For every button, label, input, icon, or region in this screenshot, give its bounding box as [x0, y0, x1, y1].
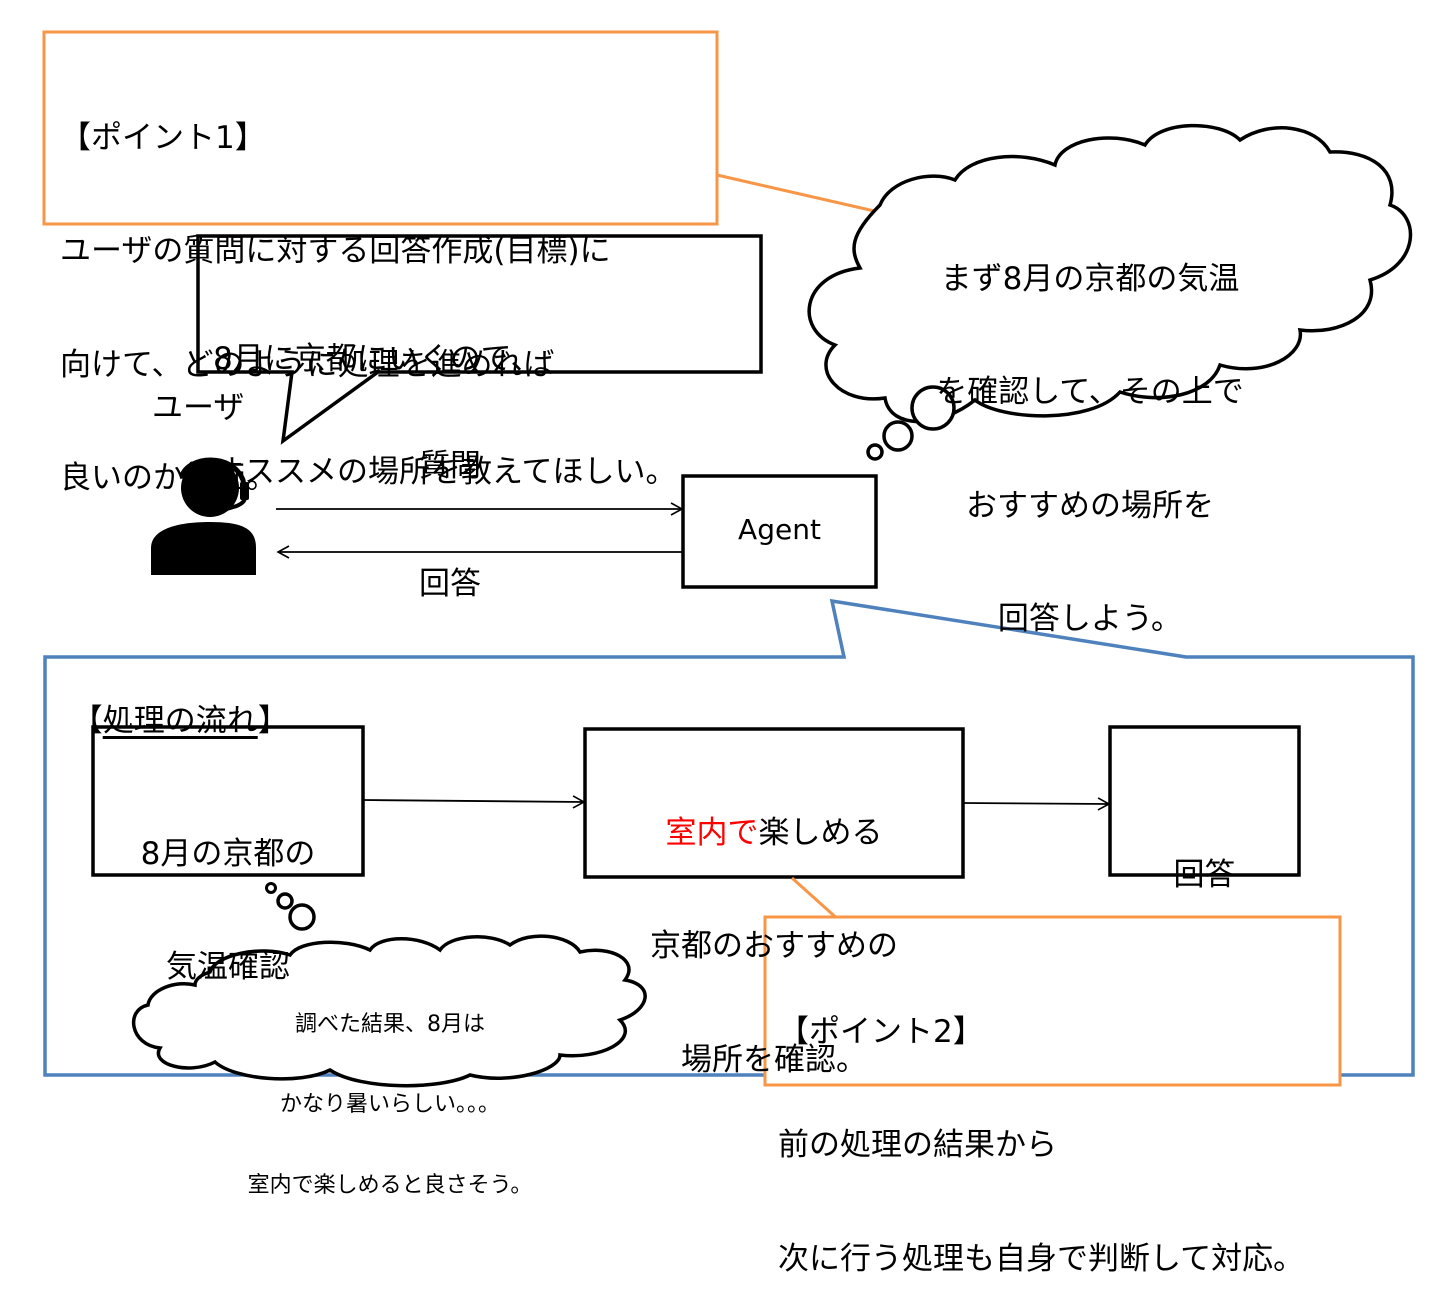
- flow-step-2-line: 室内で楽しめる: [585, 815, 963, 853]
- point2-title: 【ポイント2】: [778, 1013, 984, 1050]
- agent-thought-line: まず8月の京都の気温: [940, 260, 1240, 297]
- flow-step-1-line: 8月の京都の: [140, 835, 316, 872]
- flow-step-2-emphasis: 室内で: [665, 814, 759, 851]
- question-label: 質問: [419, 448, 481, 484]
- flow-step-2-line1-rest: 楽しめる: [758, 814, 883, 851]
- agent-thought-text: まず8月の京都の気温 を確認して、その上で おすすめの場所を 回答しよう。: [890, 185, 1290, 677]
- user-speech-bubble: [196, 234, 763, 445]
- agent-thought-line: おすすめの場所を: [966, 487, 1214, 524]
- flow-title: 【処理の流れ】: [52, 665, 289, 741]
- user-speech-line: 8月に京都にいくので、: [213, 340, 542, 377]
- flow-step-2-line: 京都のおすすめの: [650, 928, 898, 965]
- agent-label: Agent: [738, 513, 821, 546]
- point2-connector-line: [790, 876, 842, 923]
- flow-step-2-text: 室内で楽しめる 京都のおすすめの 場所を確認。: [585, 739, 963, 1117]
- point1-title: 【ポイント1】: [60, 119, 266, 156]
- point2-line: 前の処理の結果から: [778, 1127, 1057, 1164]
- point1-line: 良いのか計画。: [60, 459, 277, 496]
- agent-box: [681, 474, 878, 589]
- point1-connector-line: [716, 173, 884, 215]
- flow-step-1-text: 8月の京都の 気温確認: [93, 760, 363, 1025]
- point1-callout-box: [42, 30, 719, 226]
- user-speech-text: 8月に京都にいくので、 オススメの場所を教えてほしい。: [213, 265, 676, 530]
- point2-line: 次に行う処理も自身で判断して対応。: [778, 1240, 1305, 1277]
- flow-thought-line: かなり暑いらしい。。。: [279, 1092, 500, 1118]
- user-speech-line: オススメの場所を教えてほしい。: [213, 454, 677, 491]
- flow-thought-line: 室内で楽しめると良さそう。: [247, 1172, 533, 1198]
- flow-thought-text: 調べた結果、8月は かなり暑いらしい。。。 室内で楽しめると良さそう。: [200, 958, 580, 1226]
- diagram-canvas: [42, 30, 1415, 1088]
- user-label: ユーザ: [152, 390, 245, 426]
- headset-user-icon: [151, 457, 256, 575]
- flow-step-2-line: 場所を確認。: [681, 1041, 867, 1078]
- flow-step-1-box: [91, 725, 365, 877]
- flow-step-3-line: 回答: [1173, 856, 1236, 893]
- flow-title-text: 処理の流れ: [102, 702, 258, 739]
- flow-step-3-text: 回答: [1110, 781, 1299, 932]
- point2-callout-box: [763, 915, 1342, 1087]
- flow-arrow-1: [362, 795, 586, 809]
- flow-title-close-bracket: 】: [257, 702, 289, 739]
- flow-arrow-2: [962, 797, 1111, 811]
- agent-thought-line: 回答しよう。: [997, 600, 1183, 637]
- flow-title-open-bracket: 【: [71, 702, 103, 739]
- flow-step-3-box: [1108, 725, 1301, 877]
- agent-thought-cloud: [807, 123, 1413, 461]
- point1-text: 【ポイント1】 ユーザの質問に対する回答作成(目標)に 向けて、どのように処理を…: [60, 44, 611, 536]
- flow-step-1-line: 気温確認: [166, 949, 290, 986]
- point1-line: ユーザの質問に対する回答作成(目標)に: [60, 233, 611, 270]
- answer-label: 回答: [419, 566, 481, 602]
- flow-step-2-box: [583, 727, 965, 879]
- flow-thought-cloud: [131, 882, 647, 1088]
- agent-thought-line: を確認して、その上で: [936, 374, 1244, 411]
- point1-line: 向けて、どのように処理を進めれば: [60, 346, 555, 383]
- flow-thought-line: 調べた結果、8月は: [295, 1011, 485, 1037]
- point2-text: 【ポイント2】 前の処理の結果から 次に行う処理も自身で判断して対応。: [778, 938, 1304, 1316]
